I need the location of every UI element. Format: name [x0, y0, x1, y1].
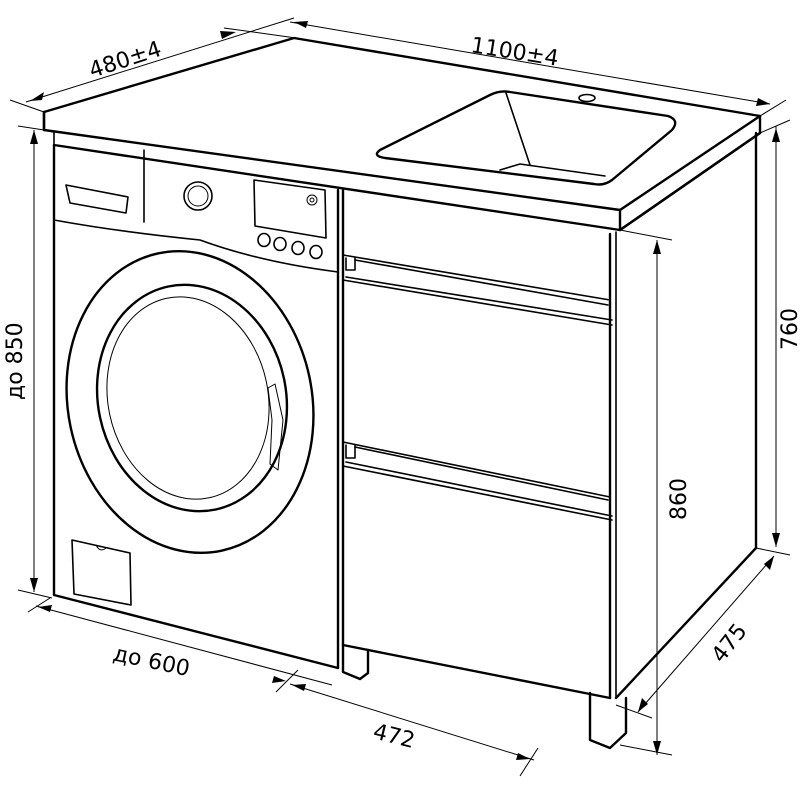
faucet-hole — [578, 93, 596, 103]
dimension-width-top: 1100±4 — [289, 21, 787, 117]
door-handle — [267, 383, 284, 471]
control-button-4 — [309, 244, 323, 260]
dimension-washer-width: до 600 — [27, 597, 333, 693]
label-width-top: 1100±4 — [469, 33, 560, 72]
front-left-leg — [341, 643, 370, 681]
middle-drawer — [342, 441, 613, 521]
front-right-leg — [588, 691, 628, 750]
control-button-2 — [273, 236, 287, 252]
dimension-cabinet-depth: 475 — [615, 555, 775, 719]
program-knob-icon — [183, 181, 213, 211]
label-cabinet-depth: 475 — [707, 619, 753, 667]
label-cabinet-height: 760 — [778, 308, 800, 350]
dimension-total-height: 860 — [619, 229, 692, 756]
door-glass — [106, 296, 270, 500]
dimension-washer-height: до 850 — [3, 125, 53, 599]
countertop — [42, 36, 762, 232]
dimension-cabinet-width: 472 — [289, 683, 539, 777]
display-indicator-icon — [306, 194, 318, 206]
control-button-3 — [291, 240, 305, 256]
label-washer-height: до 850 — [3, 322, 28, 400]
dimension-depth-top: 480±4 — [9, 17, 297, 113]
washing-machine — [52, 143, 340, 670]
door-inner-ring — [95, 283, 289, 513]
service-hatch — [71, 539, 132, 606]
label-total-height: 860 — [667, 478, 692, 520]
display-panel — [253, 179, 327, 239]
sink-basin — [375, 90, 677, 186]
label-depth-top: 480±4 — [86, 37, 165, 84]
label-washer-width: до 600 — [111, 641, 192, 682]
detergent-drawer — [65, 184, 129, 214]
door-outer-ring — [65, 249, 315, 555]
control-button-1 — [257, 232, 271, 248]
upper-drawer — [342, 254, 613, 326]
dimension-cabinet-height: 760 — [755, 119, 800, 556]
label-cabinet-width: 472 — [371, 720, 418, 754]
cabinet — [341, 131, 762, 700]
